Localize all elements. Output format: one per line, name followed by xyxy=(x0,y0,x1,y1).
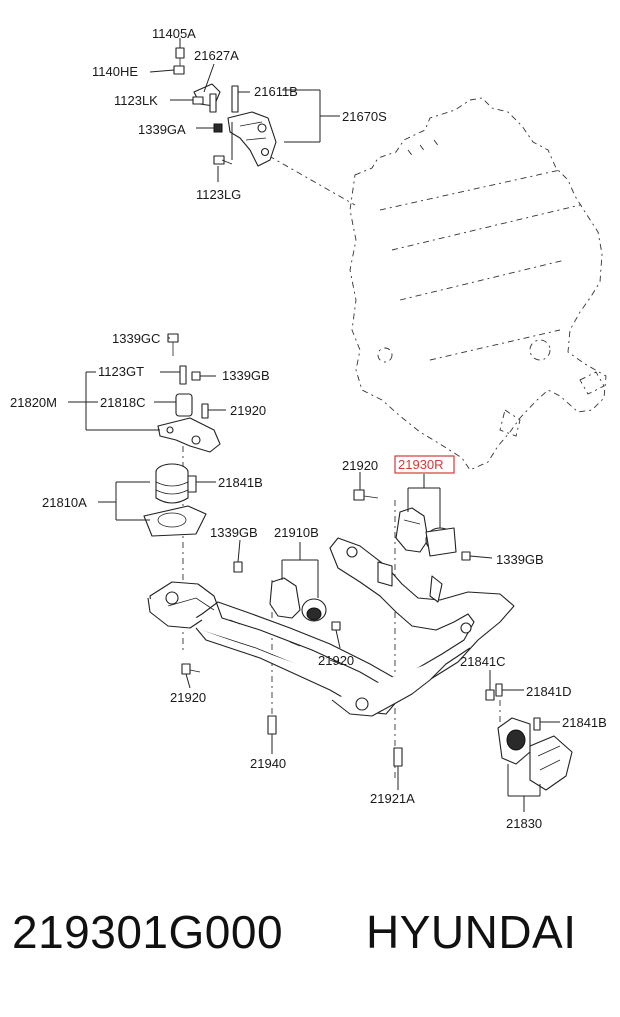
callout-21670S: 21670S xyxy=(342,109,387,124)
footer-caption: 219301G000 HYUNDAI xyxy=(0,905,620,975)
left-mount-assembly xyxy=(143,333,221,537)
leader-lines xyxy=(68,38,560,812)
callout-1140HE: 1140HE xyxy=(92,64,138,79)
callout-labels: 11405A 1140HE 21627A 1123LK 21611B 1339G… xyxy=(10,26,607,831)
callout-11405A: 11405A xyxy=(152,26,196,41)
engine-outline xyxy=(349,97,607,471)
callout-21627A: 21627A xyxy=(194,48,239,63)
callout-21920-center: 21920 xyxy=(318,653,354,668)
part-number: 219301G000 xyxy=(12,906,284,958)
callout-1123LK: 1123LK xyxy=(114,93,158,108)
highlight-box xyxy=(394,455,455,474)
callout-21841D: 21841D xyxy=(526,684,572,699)
callout-21921A: 21921A xyxy=(370,791,415,806)
brand-name: HYUNDAI xyxy=(366,906,577,958)
callout-1123GT: 1123GT xyxy=(98,364,144,379)
top-mount-bracket xyxy=(173,47,277,167)
callout-21841B-bottom: 21841B xyxy=(562,715,607,730)
subframe-crossmember xyxy=(147,537,515,717)
callout-1339GB-right: 1339GB xyxy=(496,552,544,567)
callout-21940: 21940 xyxy=(250,756,286,771)
parts-diagram: 11405A 1140HE 21627A 1123LK 21611B 1339G… xyxy=(10,26,607,831)
roll-stopper-21930R xyxy=(353,489,471,561)
callout-1123LG: 1123LG xyxy=(196,187,241,202)
callout-21910B: 21910B xyxy=(274,525,319,540)
right-mount-21830 xyxy=(485,683,573,791)
callout-21841B-top: 21841B xyxy=(218,475,263,490)
callout-21818C: 21818C xyxy=(100,395,146,410)
roll-stopper-21910B xyxy=(181,561,403,767)
callout-1339GB-top: 1339GB xyxy=(222,368,270,383)
callout-21810A: 21810A xyxy=(42,495,87,510)
callout-21920-mid: 21920 xyxy=(342,458,378,473)
callout-21920-bottom: 21920 xyxy=(170,690,206,705)
callout-21841C: 21841C xyxy=(460,654,506,669)
callout-21920-top: 21920 xyxy=(230,403,266,418)
callout-21611B: 21611B xyxy=(254,84,298,99)
callout-1339GA: 1339GA xyxy=(138,122,186,137)
callout-1339GC: 1339GC xyxy=(112,331,160,346)
callout-21930R: 21930R xyxy=(398,457,444,472)
callout-21830: 21830 xyxy=(506,816,542,831)
callout-1339GB-left: 1339GB xyxy=(210,525,258,540)
callout-21820M: 21820M xyxy=(10,395,57,410)
